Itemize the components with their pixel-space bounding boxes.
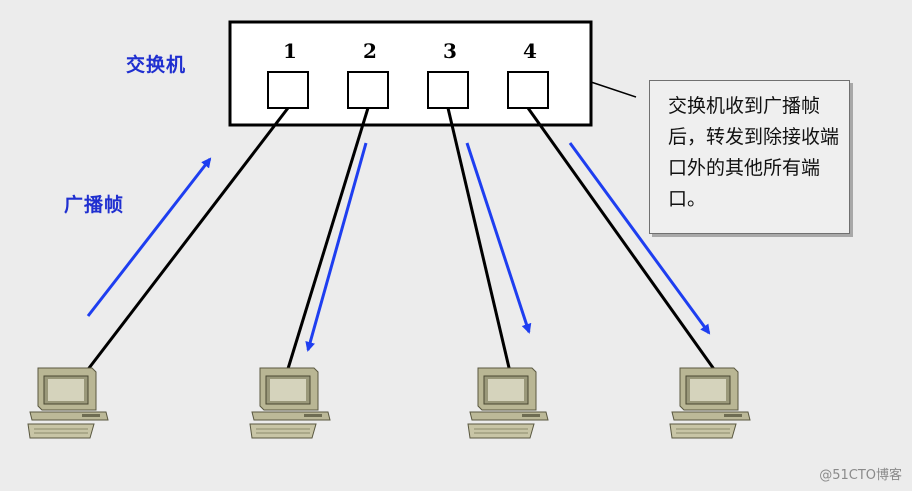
computer-icon [249,367,331,439]
cable-port-4 [526,107,718,373]
watermark: @51CTO博客 [819,468,902,483]
port-number-3: 3 [443,39,457,63]
computer-icon [467,367,549,439]
broadcast-frame-label: 广播帧 [64,194,125,216]
port-number-1: 1 [283,39,297,63]
switch-label: 交换机 [126,54,187,76]
port-number-2: 2 [363,39,377,63]
computer-icon [669,367,751,439]
cable-port-2 [285,107,370,373]
note-connector [590,81,637,98]
port-3 [427,71,469,109]
computer-icon [27,367,109,439]
arrow-incoming-frame [86,157,212,317]
explanation-note: 交换机收到广播帧后，转发到除接收端口外的其他所有端口。 [649,80,850,234]
arrow-forward-port-3 [465,142,532,334]
arrow-forward-port-4 [568,142,711,335]
port-2 [347,71,389,109]
cable-port-3 [446,107,512,373]
port-1 [267,71,309,109]
arrow-forward-port-2 [305,142,368,352]
cable-port-1 [84,107,290,373]
port-number-4: 4 [523,39,537,63]
port-4 [507,71,549,109]
